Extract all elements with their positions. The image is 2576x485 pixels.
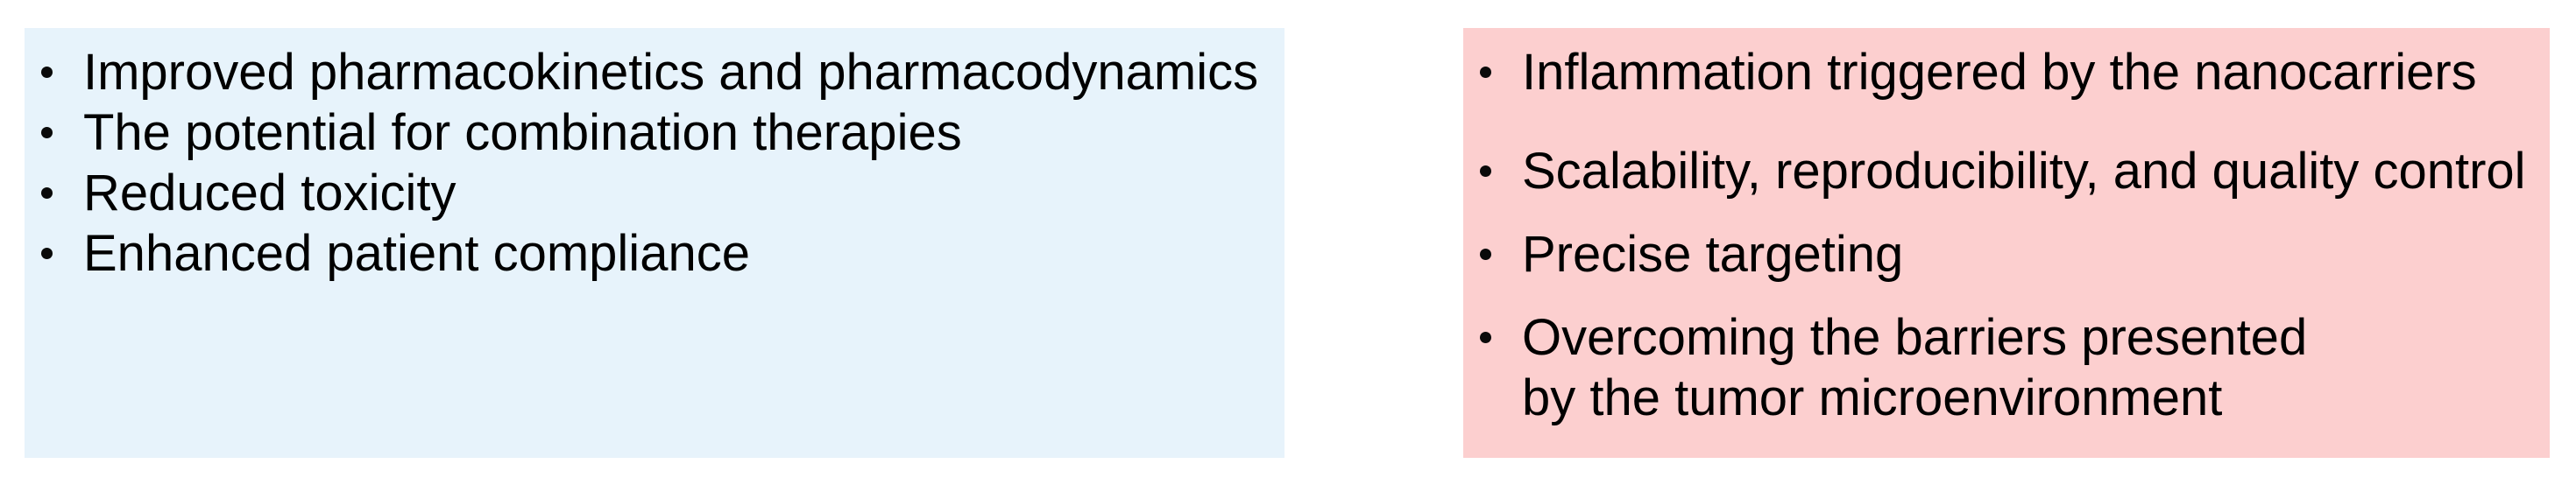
bullet-icon — [25, 42, 83, 102]
challenges-panel: Inflammation triggered by the nanocarrie… — [1463, 28, 2550, 458]
list-item: Improved pharmacokinetics and pharmacody… — [25, 42, 1284, 102]
list-item: Reduced toxicity — [25, 163, 1284, 223]
list-item-text: Reduced toxicity — [83, 165, 456, 221]
list-item-text: Scalability, reproducibility, and qualit… — [1522, 143, 2526, 200]
list-item-text: Overcoming the barriers presented by the… — [1522, 309, 2308, 426]
list-item-text: Enhanced patient compliance — [83, 225, 750, 282]
list-item: The potential for combination therapies — [25, 102, 1284, 163]
bullet-icon — [25, 102, 83, 163]
list-item: Scalability, reproducibility, and qualit… — [1463, 141, 2550, 201]
list-item: Enhanced patient compliance — [25, 223, 1284, 284]
list-item: Precise targeting — [1463, 224, 2550, 285]
bullet-icon — [25, 163, 83, 223]
bullet-icon — [1463, 141, 1522, 201]
list-item-text: Improved pharmacokinetics and pharmacody… — [83, 44, 1259, 101]
bullet-icon — [1463, 224, 1522, 285]
list-item-text: The potential for combination therapies — [83, 104, 962, 161]
bullet-icon — [1463, 42, 1522, 102]
list-item-text: Inflammation triggered by the nanocarrie… — [1522, 44, 2477, 101]
bullet-icon — [25, 223, 83, 284]
list-item-text: Precise targeting — [1522, 226, 1904, 283]
bullet-icon — [1463, 307, 1522, 368]
list-item: Inflammation triggered by the nanocarrie… — [1463, 42, 2550, 102]
advantages-panel: Improved pharmacokinetics and pharmacody… — [25, 28, 1284, 458]
list-item: Overcoming the barriers presented by the… — [1463, 307, 2550, 428]
